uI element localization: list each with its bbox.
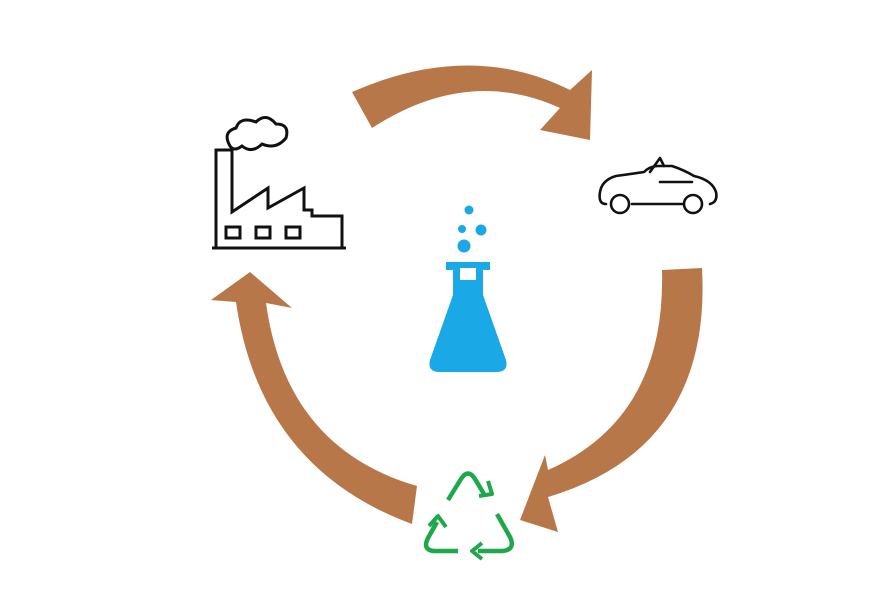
recycle-icon [423,471,514,561]
arrow-recycle-to-factory [211,272,417,524]
arrow-factory-to-car [352,65,592,140]
arrow-car-to-recycle [520,268,703,532]
flask-icon [429,205,507,372]
factory-icon [212,116,346,250]
car-icon [598,156,718,215]
cycle-arrows [211,65,703,532]
